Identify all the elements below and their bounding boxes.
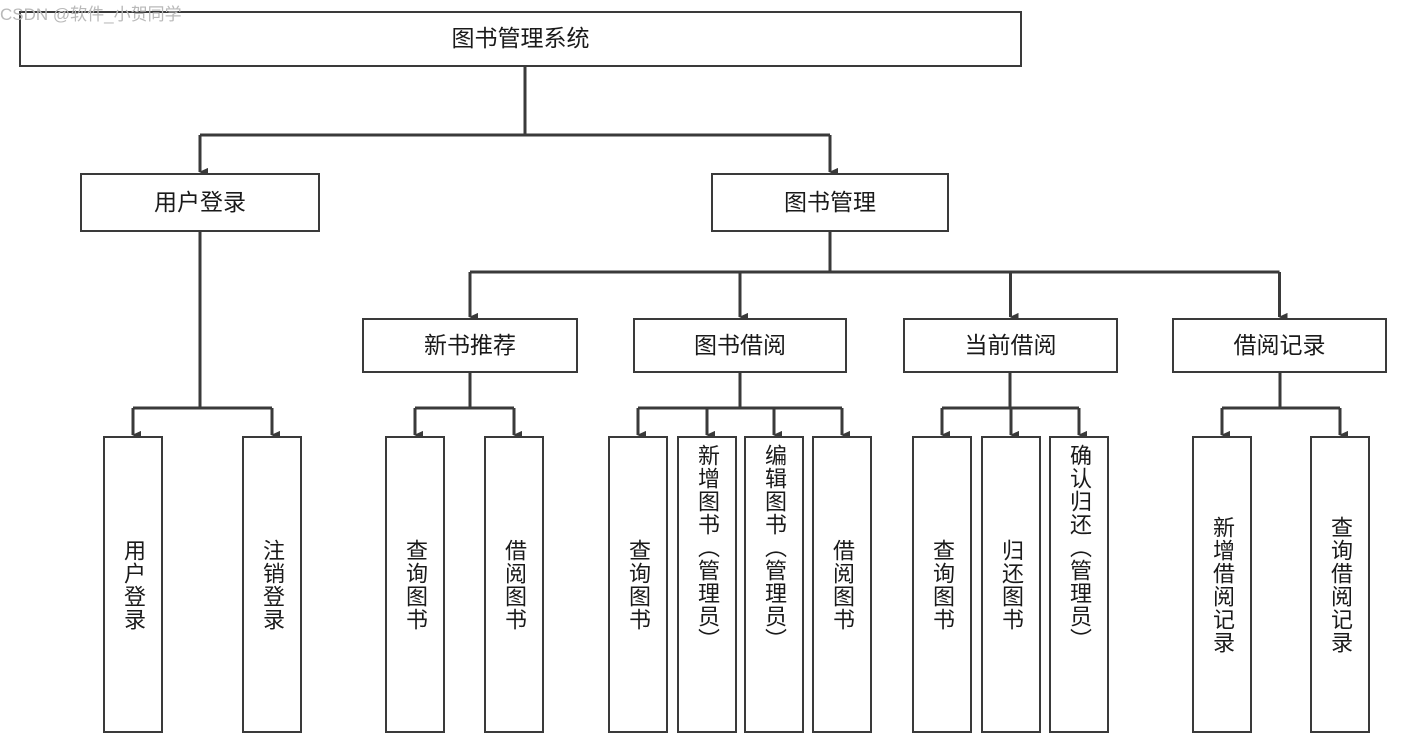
- node-label: 归还图书: [999, 538, 1024, 631]
- node-leaf-return-book[interactable]: 归还图书: [981, 436, 1041, 733]
- node-label: 注销登录: [260, 538, 285, 631]
- node-label: 确认归还（管理员）: [1067, 444, 1092, 651]
- node-borrow-record[interactable]: 借阅记录: [1172, 318, 1387, 373]
- node-label: 查询图书: [930, 538, 955, 631]
- node-label: 用户登录: [121, 538, 146, 631]
- node-leaf-user-logout[interactable]: 注销登录: [242, 436, 302, 733]
- node-label: 新增借阅记录: [1210, 515, 1235, 654]
- node-label: 当前借阅: [964, 331, 1057, 358]
- node-leaf-add-record[interactable]: 新增借阅记录: [1192, 436, 1252, 733]
- csdn-watermark: CSDN @软件_小贺同学: [0, 5, 182, 24]
- node-label: 借阅图书: [502, 538, 527, 631]
- node-root[interactable]: 图书管理系统: [19, 11, 1022, 67]
- node-label: 图书管理系统: [451, 25, 590, 52]
- node-leaf-query-book-2[interactable]: 查询图书: [608, 436, 668, 733]
- node-label: 图书管理: [784, 188, 876, 215]
- node-label: 新书推荐: [424, 331, 516, 358]
- node-leaf-query-book-1[interactable]: 查询图书: [385, 436, 445, 733]
- node-leaf-borrow-book-2[interactable]: 借阅图书: [812, 436, 872, 733]
- node-label: 用户登录: [154, 188, 246, 215]
- connector-lines: [131, 67, 1340, 435]
- node-book-borrow[interactable]: 图书借阅: [633, 318, 847, 373]
- node-leaf-borrow-book-1[interactable]: 借阅图书: [484, 436, 544, 733]
- node-label: 借阅图书: [830, 538, 855, 631]
- node-new-book-recommend[interactable]: 新书推荐: [362, 318, 578, 373]
- node-label: 借阅记录: [1233, 331, 1326, 358]
- node-leaf-query-record[interactable]: 查询借阅记录: [1310, 436, 1370, 733]
- node-label: 查询图书: [626, 538, 651, 631]
- node-label: 查询借阅记录: [1328, 515, 1353, 654]
- node-book-management[interactable]: 图书管理: [711, 173, 949, 232]
- node-leaf-add-book[interactable]: 新增图书（管理员）: [677, 436, 737, 733]
- node-label: 查询图书: [403, 538, 428, 631]
- node-user-login[interactable]: 用户登录: [80, 173, 320, 232]
- node-leaf-query-book-3[interactable]: 查询图书: [912, 436, 972, 733]
- node-label: 图书借阅: [694, 331, 786, 358]
- node-label: 编辑图书（管理员）: [762, 444, 787, 651]
- node-current-borrow[interactable]: 当前借阅: [903, 318, 1118, 373]
- node-leaf-edit-book[interactable]: 编辑图书（管理员）: [744, 436, 804, 733]
- node-leaf-confirm-return[interactable]: 确认归还（管理员）: [1049, 436, 1109, 733]
- node-label: 新增图书（管理员）: [695, 444, 720, 651]
- node-leaf-user-login[interactable]: 用户登录: [103, 436, 163, 733]
